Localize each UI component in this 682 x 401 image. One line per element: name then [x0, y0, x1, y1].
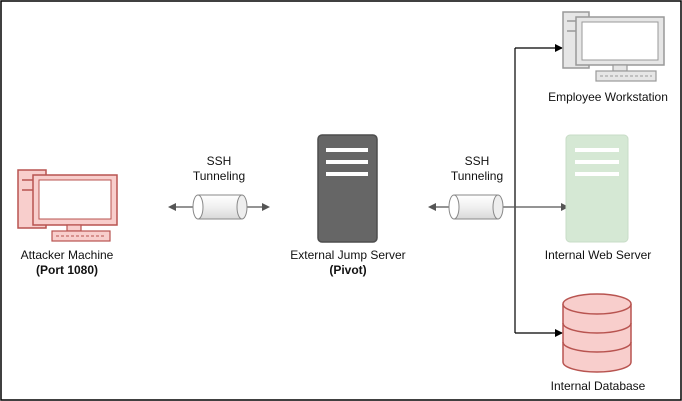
- tunnel-right-line1: SSH: [464, 154, 490, 168]
- tunnel-left-line1: SSH: [206, 154, 232, 168]
- database-icon: [562, 293, 632, 373]
- attacker-port: (Port 1080): [35, 263, 99, 277]
- web-server-icon: [565, 134, 629, 243]
- tunnel-left-line2: Tunneling: [192, 169, 246, 183]
- database-name: Internal Database: [550, 379, 646, 393]
- attacker-machine-label: Attacker Machine (Port 1080): [12, 248, 122, 278]
- tunnel-left-label: SSH Tunneling: [176, 154, 262, 184]
- employee-workstation-icon: [562, 11, 665, 82]
- jump-server-role: (Pivot): [329, 263, 367, 277]
- web-server-label: Internal Web Server: [530, 248, 666, 263]
- jump-server-icon: [317, 134, 378, 243]
- attacker-machine-name: Attacker Machine: [20, 248, 114, 262]
- web-server-name: Internal Web Server: [544, 248, 652, 262]
- ssh-tunnel-left: [168, 194, 270, 220]
- tunnel-right-line2: Tunneling: [450, 169, 504, 183]
- tunnel-right-label: SSH Tunneling: [434, 154, 520, 184]
- branch-connectors: [514, 44, 569, 337]
- jump-server-label: External Jump Server (Pivot): [276, 248, 420, 278]
- jump-server-name: External Jump Server: [290, 248, 406, 262]
- attacker-machine-icon: [17, 169, 118, 242]
- workstation-name: Employee Workstation: [548, 90, 668, 104]
- ssh-tunnel-right: [428, 194, 514, 220]
- workstation-label: Employee Workstation: [540, 90, 676, 105]
- database-label: Internal Database: [530, 379, 666, 394]
